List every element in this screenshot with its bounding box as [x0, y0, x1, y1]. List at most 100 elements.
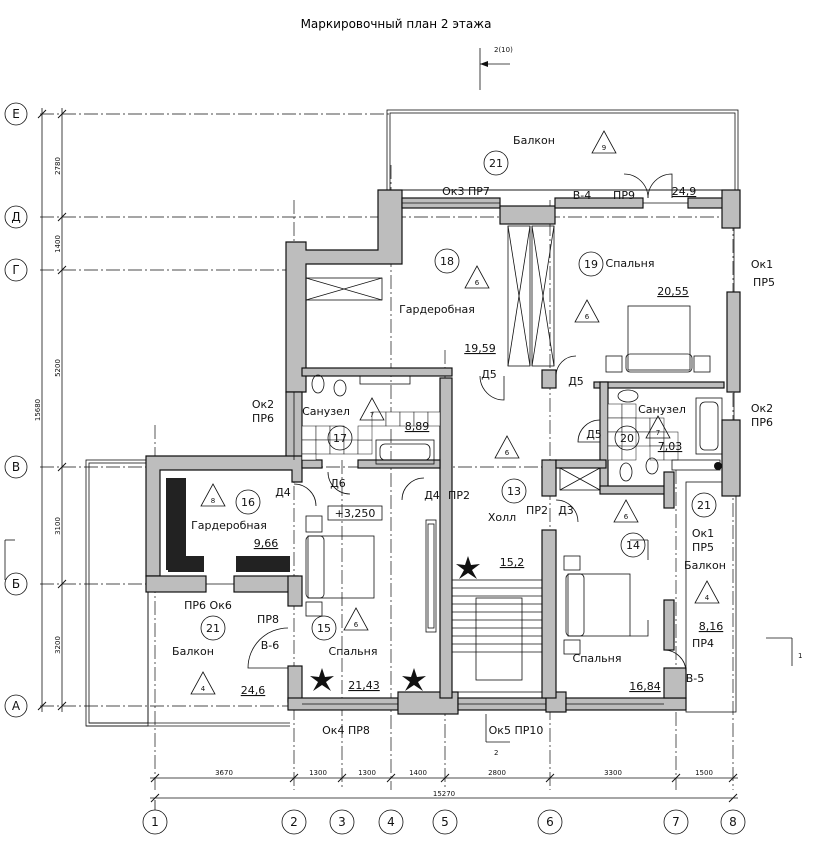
- room-area-19: 20,55: [657, 285, 689, 298]
- elevation-mark: +3,250: [335, 507, 376, 520]
- axis-label-7: 7: [672, 815, 680, 829]
- room-number-19: 19: [584, 258, 598, 271]
- element-marks: Ок3 ПР7 В-4 ПР9 Ок1 ПР5 Ок2 ПР6 Ок2 ПР6 …: [184, 185, 775, 737]
- mark-d4-b: Д4: [424, 489, 440, 502]
- dim-bottom-6: 3300: [604, 769, 622, 777]
- room-name-16: Гардеробная: [191, 519, 267, 532]
- room-name-14: Спальня: [573, 652, 622, 665]
- mark-pr6-left: ПР6: [252, 412, 274, 425]
- beds: [305, 305, 711, 655]
- room-name-19: Спальня: [606, 257, 655, 270]
- dim-bottom-total: 15270: [433, 790, 455, 798]
- horizontal-axis-bubbles: Е Д Г В Б А: [4, 102, 28, 718]
- axis-label-e: Е: [12, 107, 20, 121]
- room-area-14: 16,84: [629, 680, 661, 693]
- room-name-21-top: Балкон: [513, 134, 555, 147]
- stair-marker: [630, 539, 649, 637]
- room-area-18: 19,59: [464, 342, 496, 355]
- finish-mark-9: 9: [602, 144, 606, 152]
- dim-left-5: 3200: [54, 636, 62, 654]
- axis-label-2: 2: [290, 815, 298, 829]
- room-name-17: Санузел: [302, 405, 350, 418]
- mark-pr5-right: ПР5: [692, 541, 714, 554]
- mark-pr2-b: ПР2: [526, 504, 548, 517]
- windows: [206, 202, 735, 705]
- axis-label-v: В: [12, 460, 20, 474]
- axis-label-a: А: [12, 699, 21, 713]
- mark-d4-a: Д4: [275, 486, 291, 499]
- room-number-15: 15: [317, 622, 331, 635]
- section-mark-right: 1: [766, 637, 802, 666]
- axis-label-5: 5: [441, 815, 449, 829]
- dim-left-3: 5200: [54, 359, 62, 377]
- dim-left-1: 2780: [54, 157, 62, 175]
- mark-ok4-pr8: Ок4 ПР8: [322, 724, 370, 737]
- section-label-top: 2(10): [494, 46, 513, 54]
- mark-d3: Д3: [558, 504, 574, 517]
- mark-v4: В-4: [573, 189, 592, 202]
- bathroom-17-fixtures: [301, 374, 441, 465]
- room-number-18: 18: [440, 255, 454, 268]
- mark-pr2-a: ПР2: [448, 489, 470, 502]
- storage-boxes: [305, 225, 601, 491]
- mark-ok5-pr10: Ок5 ПР10: [489, 724, 544, 737]
- section-label-bottom: 2: [494, 749, 498, 757]
- room-area-16: 9,66: [254, 537, 279, 550]
- mark-pr9: ПР9: [613, 189, 635, 202]
- mark-ok1-right-top: Ок1: [751, 258, 773, 271]
- dim-left-total: 15680: [34, 399, 42, 421]
- axis-label-b: Б: [12, 577, 20, 591]
- axis-label-3: 3: [338, 815, 346, 829]
- room-area-13: 15,2: [500, 556, 525, 569]
- finish-mark-7-a: 7: [370, 411, 374, 419]
- wardrobe-16-racks: [166, 478, 290, 572]
- finish-mark-6-a: 6: [475, 279, 480, 287]
- axis-label-6: 6: [546, 815, 554, 829]
- finish-mark-6-c: 6: [505, 449, 510, 457]
- mark-pr6-ok6: ПР6 Ок6: [184, 599, 232, 612]
- room-name-18: Гардеробная: [399, 303, 475, 316]
- room-name-21-right: Балкон: [684, 559, 726, 572]
- mark-pr4: ПР4: [692, 637, 714, 650]
- bathroom-20-fixtures: [607, 389, 723, 482]
- room-name-21-left: Балкон: [172, 645, 214, 658]
- room-number-16: 16: [241, 496, 255, 509]
- axis-label-g: Г: [12, 263, 19, 277]
- mark-ok1-right: Ок1: [692, 527, 714, 540]
- balcony-outlines: [85, 109, 739, 727]
- section-label-right: 1: [798, 652, 802, 660]
- mark-d5-b: Д5: [568, 375, 584, 388]
- axis-label-d: Д: [11, 210, 20, 224]
- finish-mark-6-d: 6: [624, 513, 629, 521]
- finish-mark-4-a: 4: [705, 594, 710, 602]
- finish-triangles: 9 6 6 7 7 6 8 6 6 4 4: [190, 130, 720, 695]
- finish-mark-4-b: 4: [201, 685, 206, 693]
- mark-pr6-right: ПР6: [751, 416, 773, 429]
- dim-bottom-2: 1300: [309, 769, 327, 777]
- room-number-21-right: 21: [697, 499, 711, 512]
- mark-d5-c: Д5: [586, 428, 602, 441]
- dim-left-4: 3100: [54, 517, 62, 535]
- room-number-14: 14: [626, 539, 640, 552]
- dim-bottom-3: 1300: [358, 769, 376, 777]
- finish-mark-6-e: 6: [354, 621, 359, 629]
- axis-label-1: 1: [151, 815, 159, 829]
- left-dimension-chain: 2780 1400 5200 3100 3200 15680: [34, 108, 67, 712]
- walls: [145, 189, 741, 715]
- finish-mark-7-b: 7: [656, 429, 660, 437]
- mark-pr5-right-top: ПР5: [753, 276, 775, 289]
- dim-bottom-7: 1500: [695, 769, 713, 777]
- room-number-13: 13: [507, 485, 521, 498]
- mark-pr8-a: ПР8: [257, 613, 279, 626]
- room-name-13: Холл: [488, 511, 516, 524]
- room-area-21-left: 24,6: [241, 684, 266, 697]
- finish-mark-6-b: 6: [585, 313, 590, 321]
- section-mark-left: [4, 539, 15, 580]
- dim-bottom-5: 2800: [488, 769, 506, 777]
- room-area-21-top: 24,9: [672, 185, 697, 198]
- room-area-20: 7,03: [658, 440, 683, 453]
- room-name-20: Санузел: [638, 403, 686, 416]
- mark-d5-a: Д5: [481, 368, 497, 381]
- axis-label-8: 8: [729, 815, 737, 829]
- room-area-17: 8,89: [405, 420, 430, 433]
